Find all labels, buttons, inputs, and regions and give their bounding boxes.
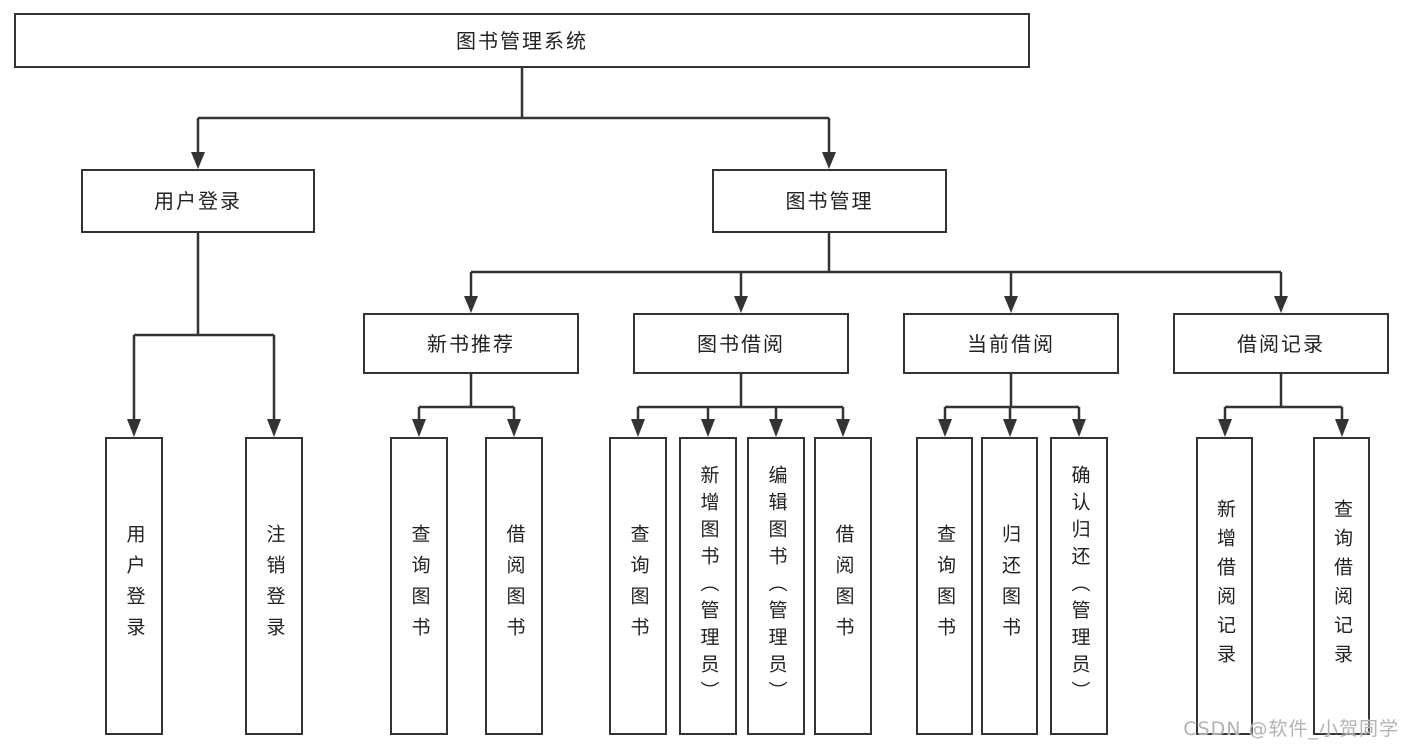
- node-book-management: 图书管理: [712, 169, 947, 233]
- leaf-bb-add-book-admin: 新增图书（管理员）: [679, 437, 737, 735]
- leaf-cb-query-book: 查询图书: [916, 437, 973, 735]
- node-root: 图书管理系统: [14, 13, 1030, 68]
- node-book-borrowing: 图书借阅: [633, 313, 849, 374]
- leaf-bb-edit-book-admin: 编辑图书（管理员）: [747, 437, 805, 735]
- node-user-login: 用户登录: [81, 169, 315, 233]
- node-current-borrowing: 当前借阅: [903, 313, 1119, 374]
- leaf-logout: 注销登录: [245, 437, 303, 735]
- leaf-bb-query-book: 查询图书: [609, 437, 667, 735]
- leaf-cb-return-book: 归还图书: [981, 437, 1038, 735]
- leaf-nbr-query-book: 查询图书: [390, 437, 448, 735]
- leaf-br-add-borrow-record: 新增借阅记录: [1196, 437, 1253, 735]
- leaf-user-login: 用户登录: [105, 437, 163, 735]
- leaf-bb-borrow-book: 借阅图书: [814, 437, 872, 735]
- leaf-nbr-borrow-book: 借阅图书: [485, 437, 543, 735]
- node-new-book-recommendation: 新书推荐: [363, 313, 579, 374]
- leaf-cb-confirm-return-admin: 确认归还（管理员）: [1050, 437, 1108, 735]
- csdn-watermark: CSDN @软件_小贺同学: [1183, 718, 1399, 740]
- leaf-br-query-borrow-record: 查询借阅记录: [1313, 437, 1370, 735]
- node-borrowing-records: 借阅记录: [1173, 313, 1389, 374]
